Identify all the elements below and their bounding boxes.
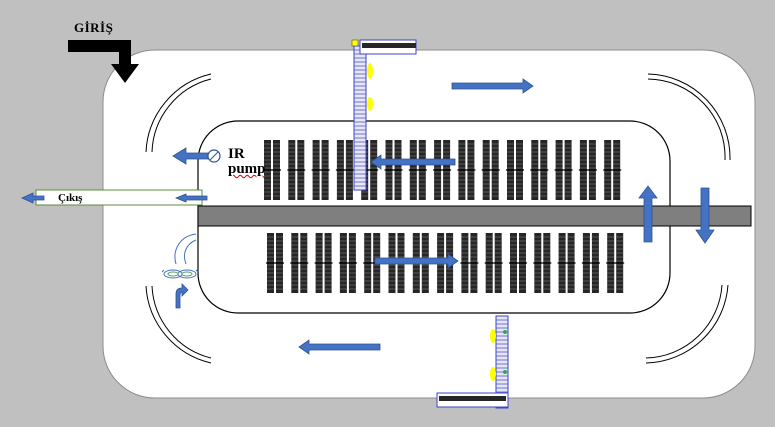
pump-icon [207, 149, 221, 163]
sensor-top-1 [367, 63, 373, 79]
rack-unit-top-9 [457, 140, 476, 200]
corner-arc-bottom-right [645, 284, 729, 364]
rack-unit-top-4 [335, 140, 354, 200]
corner-arc-top-left [145, 73, 212, 153]
flow-arrow-inner-top-left [370, 154, 456, 170]
rack-unit-top-15 [603, 140, 622, 200]
corner-arc-bottom-left [145, 285, 212, 364]
rack-unit-bottom-10 [484, 233, 503, 293]
flow-arrow-up [638, 185, 658, 243]
rack-unit-top-13 [554, 140, 573, 200]
flow-arrow-down [695, 187, 715, 244]
rack-unit-top-1 [263, 140, 281, 200]
sensor-bottom-1 [490, 329, 496, 343]
rack-unit-bottom-9 [460, 233, 479, 293]
rack-unit-bottom-13 [557, 233, 576, 293]
rack-row-top [263, 140, 622, 200]
entrance-arrow-icon [68, 40, 139, 83]
sensor-bottom-2 [490, 367, 496, 381]
rack-unit-bottom-1 [266, 233, 284, 293]
entrance-label: GİRİŞ [74, 20, 114, 35]
rack-unit-bottom-4 [338, 233, 357, 293]
rack-unit-top-14 [578, 140, 597, 200]
rack-unit-bottom-2 [290, 233, 309, 293]
rack-unit-bottom-11 [509, 233, 527, 293]
rack-unit-top-12 [530, 140, 549, 200]
pump-label-line1: IR [228, 146, 245, 162]
rack-unit-bottom-12 [533, 233, 552, 293]
exit-arrow-inner [174, 193, 208, 203]
exit-label: Çıkış [58, 192, 83, 204]
exit-arrow-left [21, 192, 45, 204]
hook-arrow-icon [175, 283, 189, 309]
top-ladder [351, 39, 417, 191]
rack-unit-top-11 [506, 140, 524, 200]
goggles-icon [161, 233, 199, 279]
pump-label-line2: pump [228, 161, 266, 177]
rack-unit-top-10 [481, 140, 500, 200]
central-shaft [197, 205, 752, 227]
flow-arrow-bottom-left [298, 339, 381, 355]
rack-unit-top-8 [433, 140, 452, 200]
flow-arrow-inner-bottom-right [374, 253, 459, 269]
flow-arrow-top-right [451, 78, 534, 94]
sensor-top-2 [367, 97, 373, 111]
rack-unit-top-3 [311, 140, 330, 200]
corner-arc-top-right [647, 73, 731, 161]
rack-unit-bottom-15 [606, 233, 625, 293]
rack-unit-bottom-3 [314, 233, 333, 293]
rack-unit-bottom-14 [581, 233, 600, 293]
bottom-ladder [436, 315, 509, 409]
pump-outflow-arrow [172, 147, 209, 165]
rack-unit-top-2 [287, 140, 306, 200]
pump-label: IR pump [228, 147, 268, 177]
